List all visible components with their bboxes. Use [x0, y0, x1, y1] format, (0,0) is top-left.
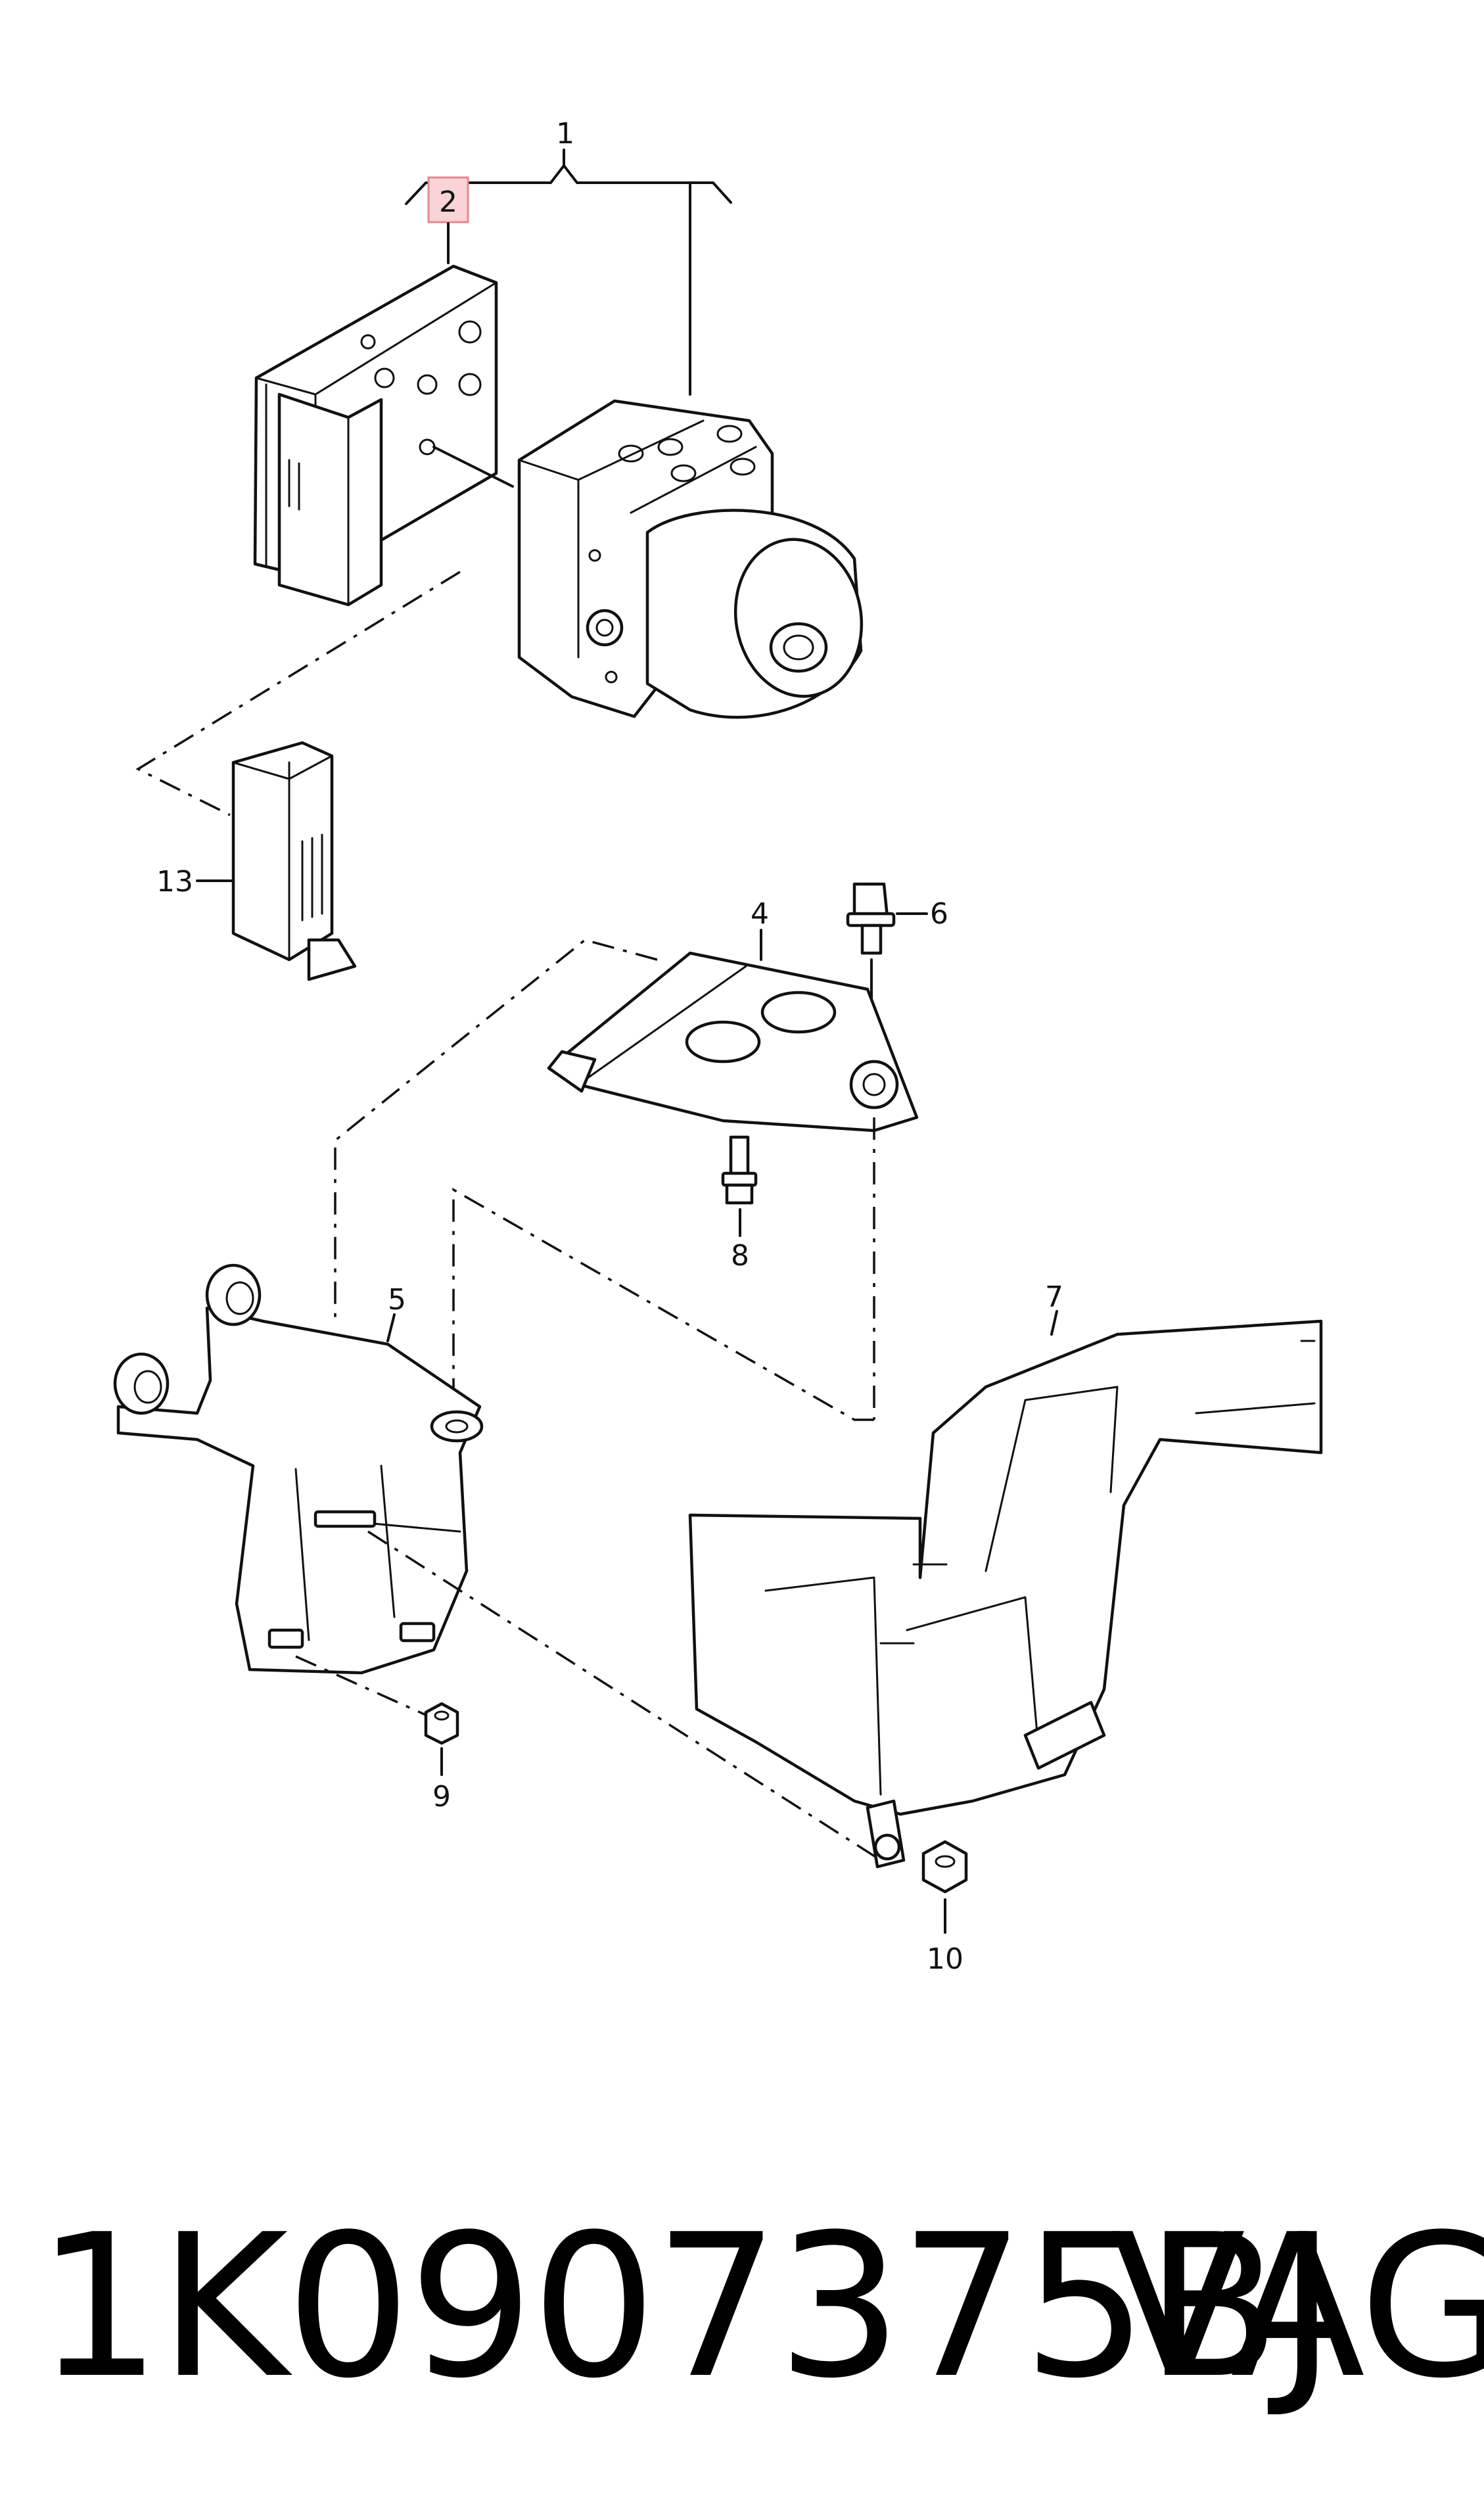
exploded-parts-diagram: 1 2: [113, 117, 1323, 1976]
callout-2-highlight: [427, 176, 469, 223]
nut-10[interactable]: [921, 1840, 968, 1894]
module-ports: [360, 320, 482, 456]
connector-housing[interactable]: [231, 741, 357, 981]
mounting-bracket-lower[interactable]: [113, 1263, 484, 1675]
brand-name: VAG: [1111, 2192, 1484, 2422]
nut-9[interactable]: [424, 1702, 459, 1745]
callout-5[interactable]: 5: [388, 1283, 406, 1317]
callout-2[interactable]: 2: [439, 185, 457, 219]
callout-10[interactable]: 10: [927, 1942, 963, 1976]
bolt-6[interactable]: [846, 882, 896, 955]
protective-cover[interactable]: [688, 1319, 1323, 1869]
part-number: 1K0907375BJ: [36, 2192, 1336, 2422]
callout-6[interactable]: 6: [930, 897, 948, 931]
callout-13[interactable]: 13: [156, 865, 193, 899]
callout-1-bracket: [405, 149, 732, 396]
callout-9[interactable]: 9: [432, 1780, 451, 1814]
abs-hydraulic-unit[interactable]: [517, 399, 873, 719]
callout-4[interactable]: 4: [751, 897, 769, 931]
mounting-bracket-upper[interactable]: [547, 951, 919, 1133]
abs-control-module[interactable]: [253, 264, 498, 607]
callout-7[interactable]: 7: [1045, 1280, 1063, 1314]
footer: 1K0907375BJ VAG: [0, 2169, 1484, 2445]
bolt-8[interactable]: [721, 1135, 758, 1205]
callout-8[interactable]: 8: [731, 1239, 749, 1273]
callout-1[interactable]: 1: [556, 117, 574, 151]
